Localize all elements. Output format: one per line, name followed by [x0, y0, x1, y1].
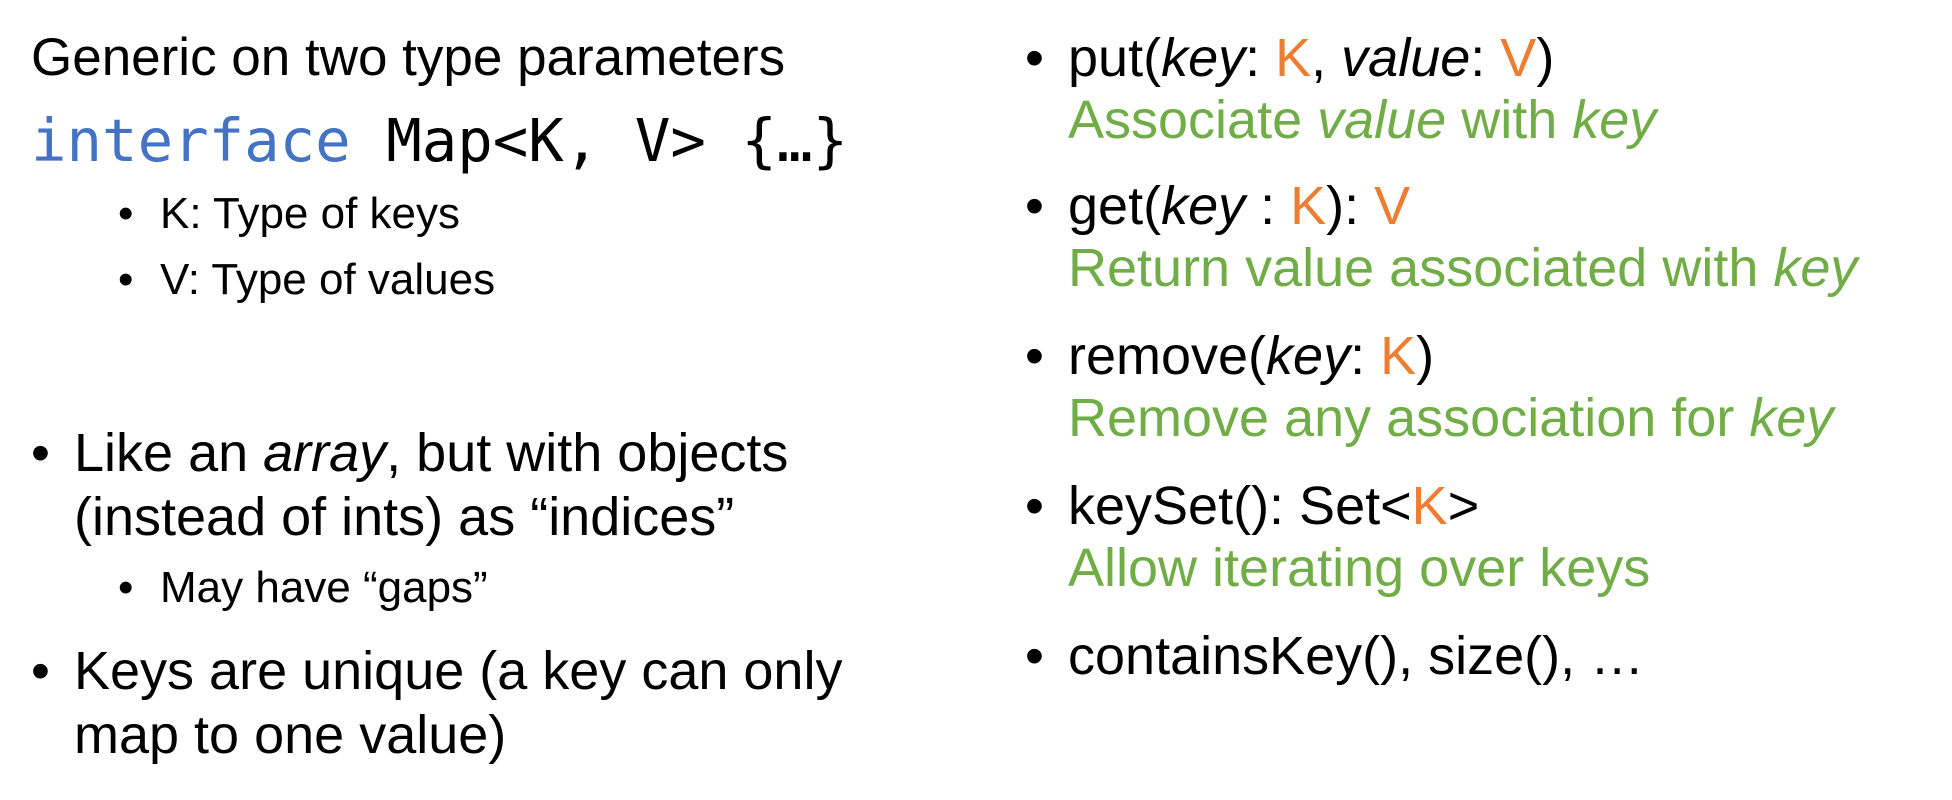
- sub-bullet-dot: •: [118, 255, 134, 304]
- section-heading: Generic on two type parameters: [31, 28, 786, 87]
- type-k: K: [1275, 28, 1312, 88]
- method-remove: remove(key: K): [1068, 326, 1435, 386]
- method-keyset: keySet(): Set<K>: [1068, 476, 1480, 536]
- type-v: V: [1374, 176, 1411, 236]
- type-k: K: [1411, 476, 1448, 536]
- type-v: V: [1500, 28, 1537, 88]
- sub-bullet-dot: •: [118, 563, 134, 612]
- bullet-dot: •: [31, 423, 50, 483]
- sub-bullet-dot: •: [118, 189, 134, 238]
- method-put-description: Associate value with key: [1068, 90, 1657, 150]
- code-declaration: interface Map<K, V> {…}: [31, 108, 848, 174]
- code-keyword: interface: [31, 106, 351, 175]
- method-get: get(key : K): V: [1068, 176, 1411, 236]
- bullet-dot: •: [1025, 326, 1044, 386]
- bullet-dot: •: [1025, 28, 1044, 88]
- unique-bullet-line1: Keys are unique (a key can only: [74, 641, 843, 701]
- array-italic: array: [263, 423, 387, 483]
- bullet-dot: •: [31, 641, 50, 701]
- method-put: put(key: K, value: V): [1068, 28, 1555, 88]
- method-get-description: Return value associated with key: [1068, 238, 1858, 298]
- left-column: Generic on two type parameters interface…: [31, 28, 848, 765]
- code-signature: Map<K, V> {…}: [350, 106, 848, 175]
- unique-bullet-line2: map to one value): [74, 705, 507, 765]
- array-bullet-line1: Like an array, but with objects: [74, 423, 789, 483]
- bullet-dot: •: [1025, 626, 1044, 686]
- type-k: K: [1290, 176, 1327, 236]
- type-k: K: [1380, 326, 1417, 386]
- method-other: containsKey(), size(), …: [1068, 626, 1645, 686]
- gaps-sub-bullet: May have “gaps”: [160, 563, 488, 612]
- type-param-k: K: Type of keys: [160, 189, 461, 238]
- array-bullet-line2: (instead of ints) as “indices”: [74, 487, 735, 547]
- method-keyset-description: Allow iterating over keys: [1068, 538, 1651, 598]
- type-param-v: V: Type of values: [160, 255, 496, 304]
- method-remove-description: Remove any association for key: [1068, 388, 1834, 448]
- bullet-dot: •: [1025, 476, 1044, 536]
- right-column: • put(key: K, value: V) Associate value …: [1000, 0, 1952, 800]
- bullet-dot: •: [1025, 176, 1044, 236]
